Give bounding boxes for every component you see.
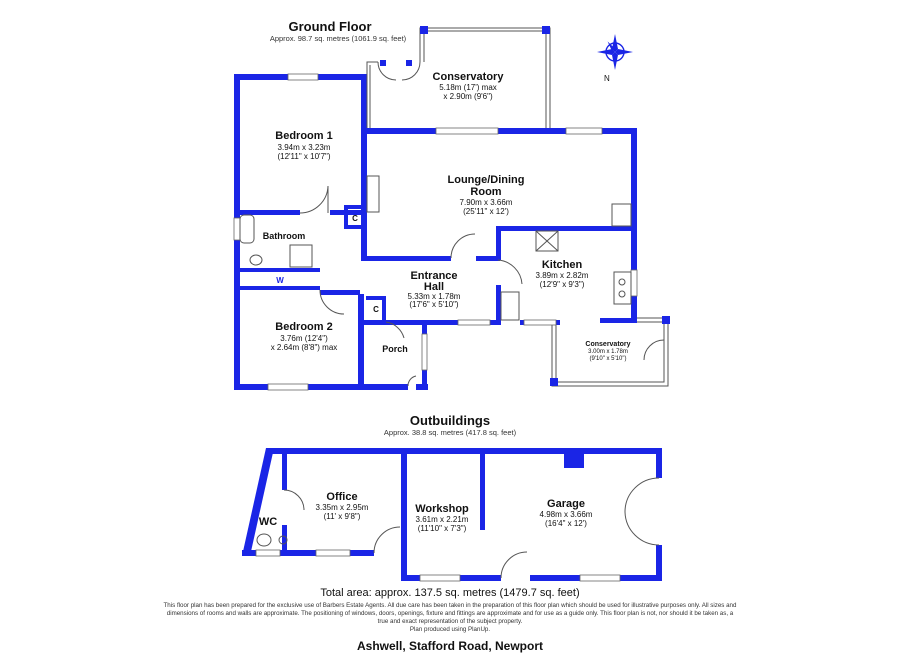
bedroom1-name: Bedroom 1 <box>275 130 332 142</box>
porch-name: Porch <box>382 344 408 354</box>
office-name: Office <box>326 491 357 503</box>
bedroom1-dim1: 3.94m x 3.23m <box>278 143 331 152</box>
outbuildings-title: Outbuildings <box>410 413 490 428</box>
conservatory-small-dim2: (9'10" x 5'10") <box>590 356 627 362</box>
total-area: Total area: approx. 137.5 sq. metres (14… <box>320 587 579 599</box>
disclaimer-line-3: true and exact representation of the sub… <box>378 618 523 625</box>
conservatory-main-dim1: 5.18m (17') max <box>439 83 497 92</box>
outbuildings-windows-doors <box>255 477 660 582</box>
compass-north-label: N <box>604 74 610 83</box>
outbuildings-area: Approx. 38.8 sq. metres (417.8 sq. feet) <box>384 428 517 437</box>
entrance-hall-dim2: (17'6" x 5'10") <box>409 300 459 309</box>
garage-dim1: 4.98m x 3.66m <box>540 510 593 519</box>
ground-floor-windows <box>233 73 638 391</box>
kitchen-dim1: 3.89m x 2.82m <box>536 271 589 280</box>
wc-name: WC <box>259 516 277 528</box>
conservatory-small-outline <box>550 316 670 387</box>
lounge-dim1: 7.90m x 3.66m <box>460 198 513 207</box>
workshop-dim1: 3.61m x 2.21m <box>416 515 469 524</box>
garage-name: Garage <box>547 498 585 510</box>
conservatory-main-outline <box>366 26 551 128</box>
property-address: Ashwell, Stafford Road, Newport <box>357 639 543 653</box>
entrance-hall-name-line2: Hall <box>424 281 444 293</box>
kitchen-name: Kitchen <box>542 259 583 271</box>
compass-rose-icon <box>597 34 633 70</box>
entrance-hall-name-line1: Entrance <box>410 270 457 282</box>
fixtures <box>239 175 632 321</box>
disclaimer-line-1: This floor plan has been prepared for th… <box>164 602 737 609</box>
conservatory-main-dim2: x 2.90m (9'6") <box>443 92 493 101</box>
kitchen-dim2: (12'9" x 9'3") <box>540 280 585 289</box>
conservatory-main-name: Conservatory <box>433 71 505 83</box>
garage-dim2: (16'4" x 12') <box>545 519 587 528</box>
disclaimer-line-4: Plan produced using PlanUp. <box>410 626 490 633</box>
office-dim2: (11' x 9'8") <box>324 512 361 521</box>
ground-floor-area: Approx. 98.7 sq. metres (1061.9 sq. feet… <box>270 34 407 43</box>
cupboard2-name: C <box>373 305 379 314</box>
cupboard1-name: C <box>352 214 358 223</box>
disclaimer-line-2: dimensions of rooms and walls are approx… <box>167 610 734 617</box>
bedroom1-dim2: (12'11" x 10'7") <box>277 152 330 161</box>
workshop-dim2: (11'10" x 7'3") <box>418 524 467 533</box>
bathroom-name: Bathroom <box>263 231 306 241</box>
conservatory-small-dim1: 3.00m x 1.78m <box>588 349 628 355</box>
entrance-hall-dim1: 5.33m x 1.78m <box>408 292 461 301</box>
bedroom2-dim2: x 2.64m (8'8") max <box>271 343 338 352</box>
ground-floor-doors <box>299 185 523 387</box>
wardrobe-name: W <box>276 276 284 285</box>
ground-floor-title: Ground Floor <box>288 19 371 34</box>
lounge-name-line2: Room <box>470 186 501 198</box>
lounge-dim2: (25'11" x 12') <box>463 207 509 216</box>
office-dim1: 3.35m x 2.95m <box>316 503 369 512</box>
lounge-name-line1: Lounge/Dining <box>448 174 525 186</box>
ground-floor-walls <box>234 74 637 390</box>
workshop-name: Workshop <box>415 503 469 515</box>
conservatory-small-name: Conservatory <box>585 341 630 348</box>
bedroom2-dim1: 3.76m (12'4") <box>280 334 328 343</box>
bedroom2-name: Bedroom 2 <box>275 321 332 333</box>
